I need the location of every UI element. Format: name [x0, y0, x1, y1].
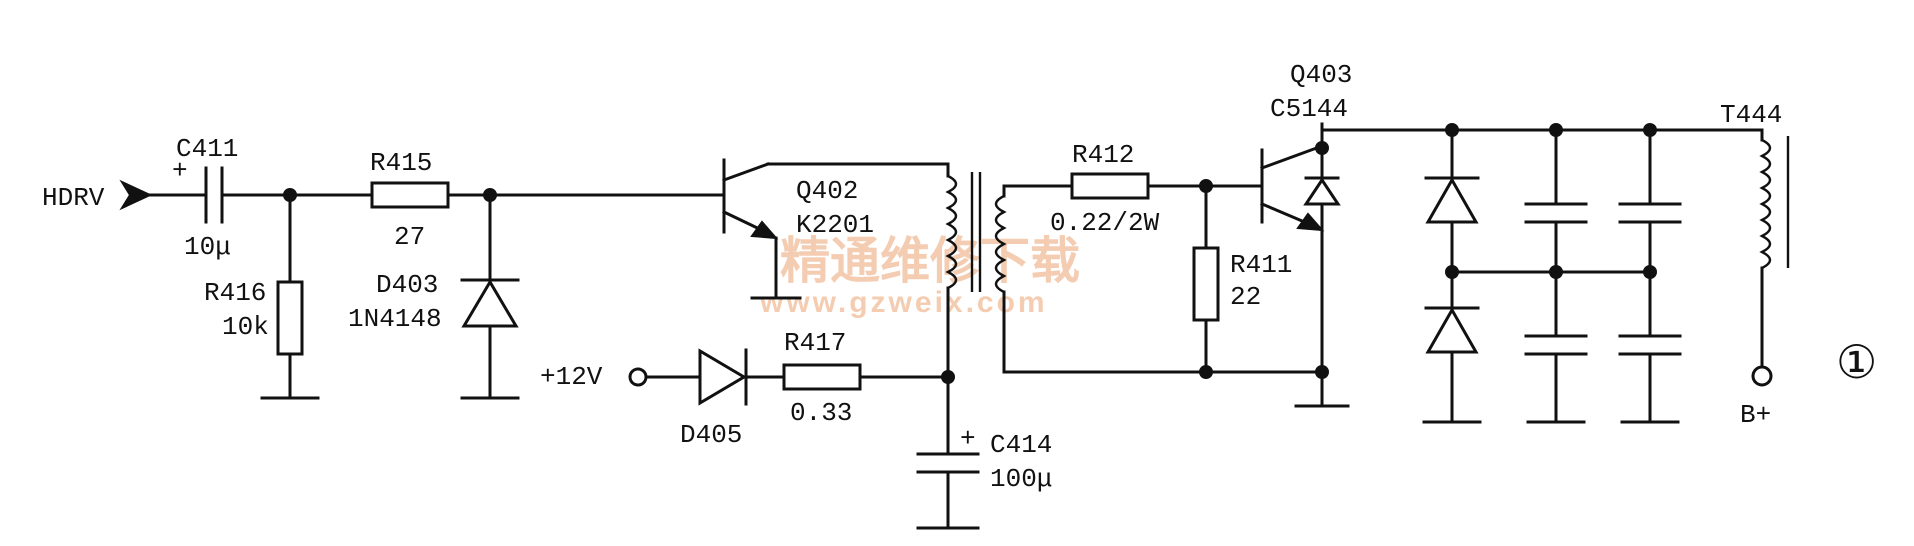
label-t444: T444	[1720, 100, 1782, 130]
label-r416: R416	[204, 278, 266, 308]
label-q403-part: C5144	[1270, 94, 1348, 124]
diode-d403: D403 1N4148	[348, 193, 520, 400]
label-vcc: +12V	[540, 362, 603, 392]
c414-plus-sign: +	[960, 424, 976, 454]
emitter-arrow-icon	[1296, 212, 1325, 232]
label-bplus: B+	[1740, 400, 1771, 430]
label-r415: R415	[370, 148, 432, 178]
label-q402-part: K2201	[796, 210, 874, 240]
junction-node	[1199, 365, 1213, 379]
supply-12v: +12V	[540, 362, 702, 392]
label-r411: R411	[1230, 250, 1292, 280]
resistor-r411: R411 22	[1192, 184, 1292, 374]
capacitor-c414: + C414 100μ	[916, 375, 1052, 530]
label-r411-value: 22	[1230, 282, 1261, 312]
label-d403-part: 1N4148	[348, 304, 442, 334]
label-r416-value: 10k	[222, 312, 269, 342]
watermark-text: 精通维修下载	[780, 232, 1080, 290]
label-r412-value: 0.22/2W	[1050, 208, 1160, 238]
label-q403: Q403	[1290, 60, 1352, 90]
capacitor-bank	[1450, 128, 1682, 424]
drive-transformer	[945, 162, 1007, 382]
diode-d405: D405	[680, 348, 786, 450]
label-c414-value: 100μ	[990, 464, 1052, 494]
transistor-q402: Q402 K2201	[721, 158, 950, 300]
hdrv-input: HDRV	[42, 179, 206, 213]
label-r415-value: 27	[394, 222, 425, 252]
label-q402: Q402	[796, 176, 858, 206]
label-c414: C414	[990, 430, 1052, 460]
diode-stack	[1422, 128, 1482, 424]
figure-number: ①	[1836, 335, 1877, 389]
resistor-r412: R412 0.22/2W	[1050, 140, 1160, 238]
label-r417-value: 0.33	[790, 398, 852, 428]
label-d405: D405	[680, 420, 742, 450]
label-c411: C411	[176, 134, 238, 164]
label-d403: D403	[376, 270, 438, 300]
label-hdrv: HDRV	[42, 183, 105, 213]
terminal-icon	[1751, 365, 1773, 387]
label-r412: R412	[1072, 140, 1134, 170]
c411-plus-sign: +	[172, 156, 188, 186]
watermark: 精通维修下载 www.gzweix.com	[759, 232, 1080, 319]
junction-node	[1315, 141, 1329, 155]
emitter-arrow-icon	[750, 220, 779, 240]
resistor-r415: R415 27	[370, 148, 450, 252]
resistor-r416: R416 10k	[204, 193, 320, 400]
terminal-icon	[628, 367, 648, 387]
input-arrow-icon	[119, 179, 153, 211]
transformer-t444: T444 B+	[1720, 100, 1790, 430]
label-r417: R417	[784, 328, 846, 358]
transistor-q403: Q403 C5144	[1260, 60, 1352, 408]
watermark-url: www.gzweix.com	[759, 286, 1048, 319]
capacitor-c411: C411 + 10μ	[172, 134, 238, 262]
label-c411-value: 10μ	[184, 232, 231, 262]
resistor-r417: R417 0.33	[782, 328, 862, 428]
